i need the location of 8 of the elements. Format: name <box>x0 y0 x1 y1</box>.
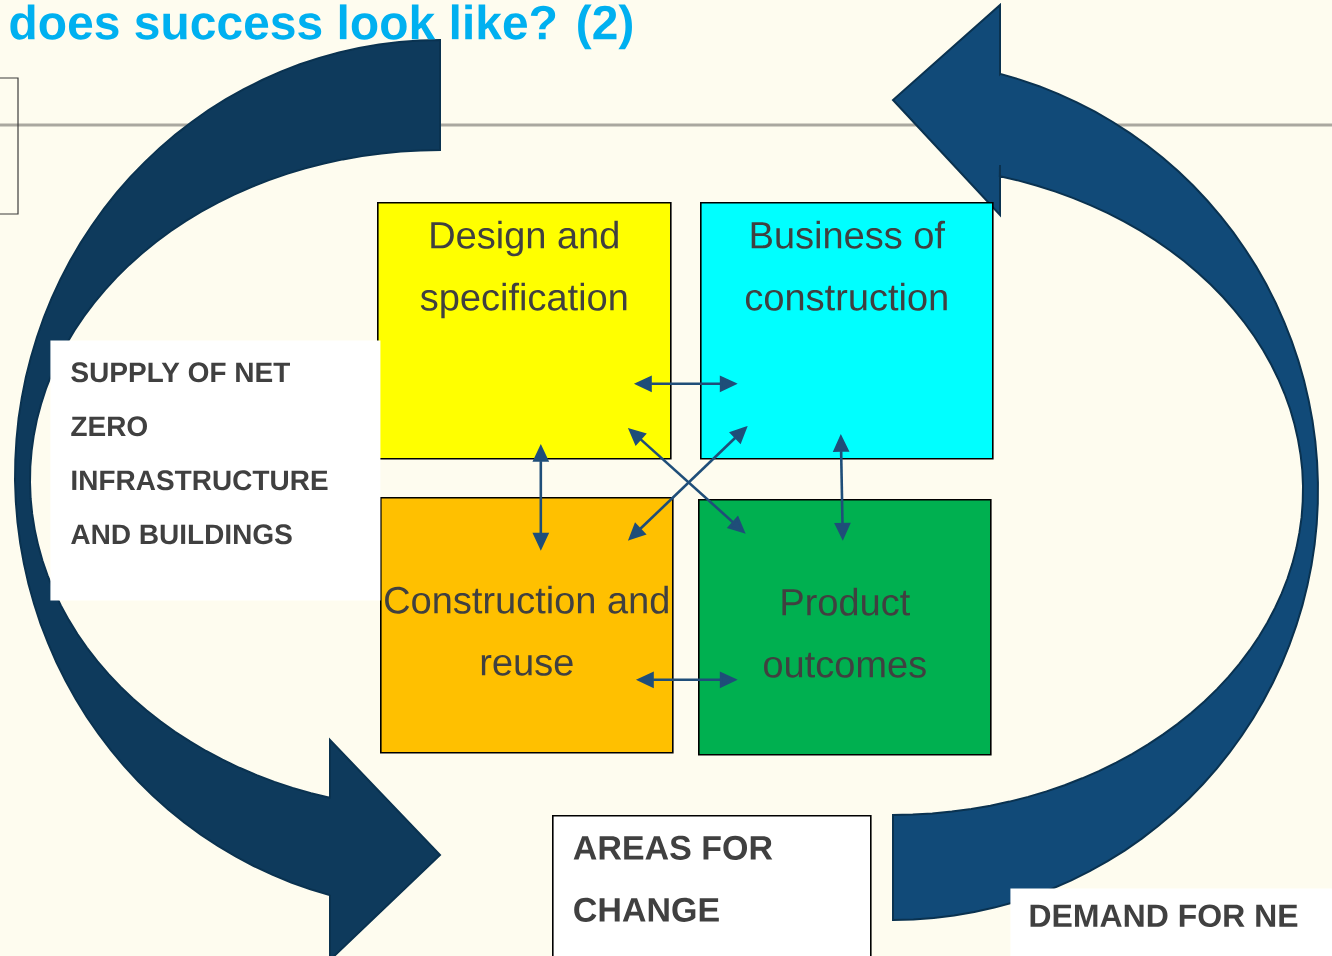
slide-title: does success look like? (2) <box>10 4 632 50</box>
construction-box: Construction and reuse <box>380 497 674 754</box>
supply-label: SUPPLY OF NET ZERO INFRASTRUCTURE AND BUILDINGS <box>50 340 381 601</box>
areas-box: AREAS FOR CHANGE <box>552 815 872 956</box>
demand-label: DEMAND FOR NE <box>1010 888 1332 956</box>
product-box: Product outcomes <box>698 499 992 756</box>
design-box: Design and specification <box>377 202 672 460</box>
business-box: Business of construction <box>700 202 994 460</box>
